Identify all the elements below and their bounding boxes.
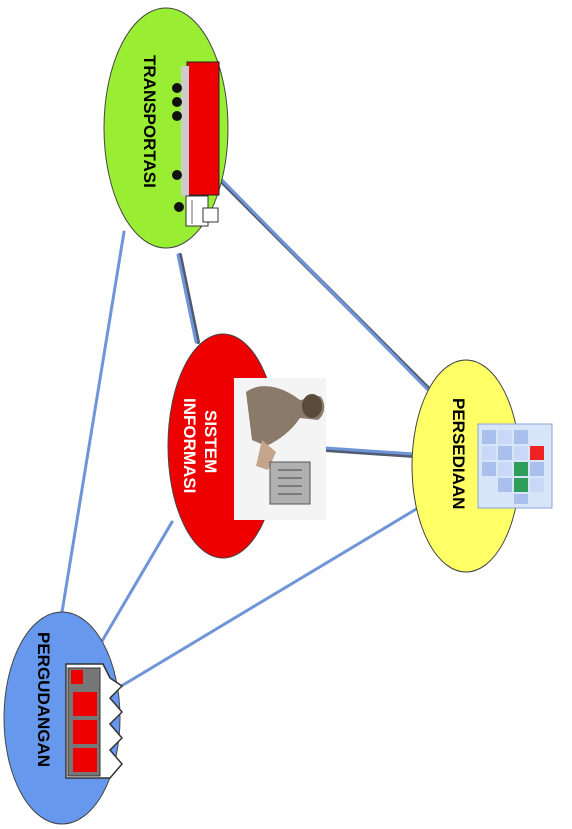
transportasi-label: TRANSPORTASI: [140, 55, 159, 188]
connector-transportasi-pergudangan: [60, 230, 126, 614]
persediaan-label: PERSEDIAAN: [449, 398, 468, 509]
connectors: [60, 176, 434, 690]
inventory-cubes-icon: [477, 423, 553, 509]
connector-transportasi-persediaan: [218, 176, 432, 394]
pergudangan-label: PERGUDANGAN: [34, 632, 53, 767]
truck-icon: [172, 61, 220, 227]
person-at-computer-icon: [234, 378, 326, 520]
connector-sistem-persediaan-shadow: [324, 448, 416, 458]
warehouse-icon: [65, 663, 124, 779]
connector-sistem-persediaan: [324, 446, 416, 456]
node-persediaan: PERSEDIAAN: [411, 359, 553, 573]
connector-transportasi-sistem-shadow: [178, 253, 200, 344]
sistem-informasi-label-line1: SISTEM: [201, 410, 220, 473]
connector-transportasi-sistem: [176, 253, 198, 344]
sistem-informasi-label-line2: INFORMASI: [180, 398, 199, 493]
node-pergudangan: PERGUDANGAN: [3, 611, 124, 825]
node-transportasi: TRANSPORTASI: [103, 7, 229, 249]
connector-sistem-pergudangan: [96, 520, 174, 650]
connector-persediaan-pergudangan: [116, 506, 420, 690]
node-sistem-informasi: SISTEM INFORMASI: [167, 333, 326, 559]
